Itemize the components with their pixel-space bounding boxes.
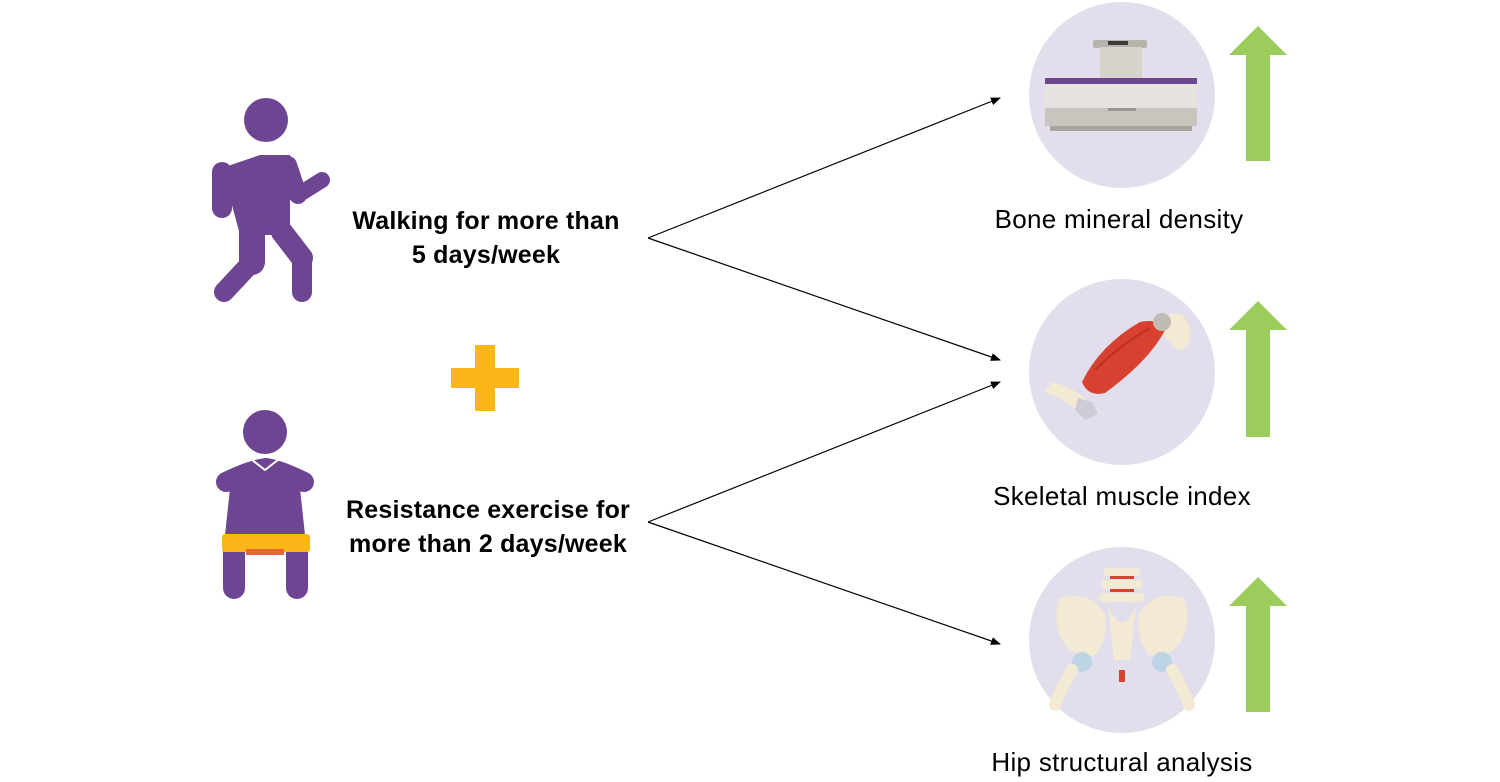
outcome-label-hip-structural-analysis: Hip structural analysis: [991, 747, 1253, 777]
resistance-label-line2: more than 2 days/week: [349, 530, 627, 558]
increase-arrow-icon-2: [1229, 301, 1287, 437]
walking-label: Walking for more than 5 days/week: [330, 204, 642, 272]
increase-arrow-icon-1: [1229, 26, 1287, 161]
arrow-walking-to-smi: [647, 237, 1001, 361]
dxa-scanner-icon: [1029, 2, 1215, 188]
walking-label-line2: 5 days/week: [411, 241, 561, 269]
arrow-resistance-to-hsa: [647, 521, 1001, 645]
walking-person-icon: [212, 98, 330, 302]
outcome-label-skeletal-muscle-index: Skeletal muscle index: [993, 481, 1251, 511]
resistance-band-person-icon: [216, 410, 314, 599]
increase-arrow-icon-3: [1229, 577, 1287, 712]
walking-label-line1: Walking for more than: [352, 207, 620, 235]
plus-icon: [451, 345, 519, 411]
outcome-label-bone-mineral-density: Bone mineral density: [994, 204, 1244, 234]
connector-arrows: [647, 97, 1001, 645]
arm-muscle-icon: [1029, 279, 1215, 465]
resistance-label: Resistance exercise for more than 2 days…: [318, 493, 658, 561]
arrow-walking-to-bmd: [647, 97, 1001, 239]
pelvis-icon: [1029, 547, 1215, 733]
resistance-label-line1: Resistance exercise for: [346, 496, 630, 524]
arrow-resistance-to-smi: [647, 381, 1001, 523]
